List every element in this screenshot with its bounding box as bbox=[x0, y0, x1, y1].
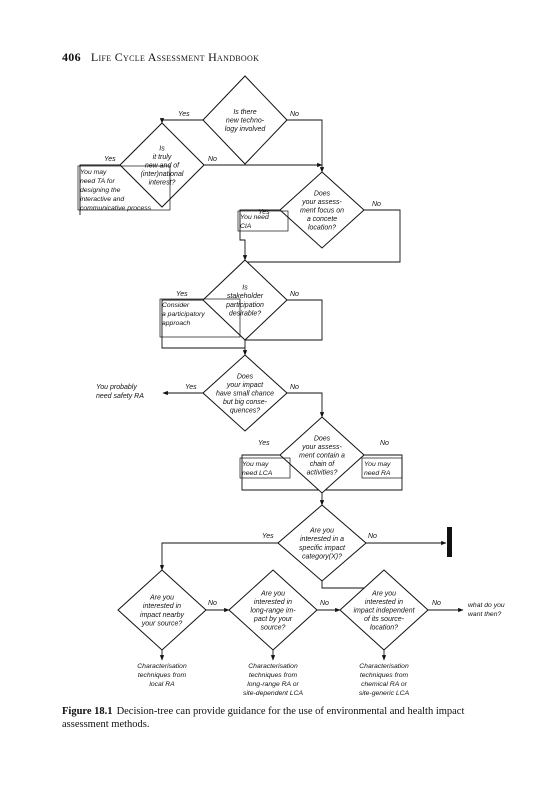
edge-d3-no bbox=[245, 209, 401, 263]
stop-bar bbox=[447, 527, 452, 557]
decision-d3-diamond bbox=[279, 171, 365, 249]
book-title: Life Cycle Assessment Handbook bbox=[90, 50, 260, 64]
figure-label: Figure 18.1 bbox=[62, 706, 113, 717]
label-d6-no: No bbox=[380, 440, 389, 447]
decision-d8-diamond bbox=[117, 569, 207, 651]
outcome-cia-box bbox=[237, 210, 289, 232]
label-d3-no: No bbox=[372, 201, 381, 208]
label-d6-yes: Yes bbox=[258, 440, 270, 447]
decision-d10-diamond bbox=[339, 569, 429, 651]
label-d3-yes: Yes bbox=[258, 209, 270, 216]
edge-d5-no bbox=[287, 392, 325, 418]
outcome-ta-box bbox=[77, 165, 171, 211]
figure-caption-text: Decision-tree can provide guidance for t… bbox=[62, 706, 465, 730]
outcome-participatory-box bbox=[159, 298, 241, 338]
label-d7-yes: Yes bbox=[262, 533, 274, 540]
edge-d4-yes bbox=[161, 299, 245, 349]
running-header: 406 Life Cycle Assessment Handbook bbox=[62, 50, 259, 65]
label-d2-yes: Yes bbox=[104, 156, 116, 163]
label-d7-no: No bbox=[368, 533, 377, 540]
edge-d7-yes bbox=[159, 542, 278, 571]
label-d1-no: No bbox=[290, 111, 299, 118]
label-d4-no: No bbox=[290, 291, 299, 298]
label-d10-no: No bbox=[432, 600, 441, 607]
edge-d4-no bbox=[245, 299, 323, 341]
label-d9-no: No bbox=[320, 600, 329, 607]
label-d1-yes: Yes bbox=[178, 111, 190, 118]
edge-d1-yes bbox=[159, 118, 203, 124]
label-d2-no: No bbox=[208, 156, 217, 163]
edge-d6-yes bbox=[241, 454, 322, 491]
decision-d6-diamond bbox=[279, 416, 365, 494]
edge-d3-yes bbox=[239, 209, 280, 261]
label-d4-yes: Yes bbox=[176, 291, 188, 298]
decision-d1-diamond bbox=[202, 75, 288, 165]
outcome-lca-box bbox=[239, 457, 291, 479]
label-d8-no: No bbox=[208, 600, 217, 607]
label-d5-no: No bbox=[290, 384, 299, 391]
decision-d7-diamond bbox=[277, 504, 367, 582]
page-number: 406 bbox=[62, 50, 81, 64]
edge-d2-yes bbox=[79, 164, 120, 215]
decision-d9-diamond bbox=[228, 569, 318, 651]
outcome-ra-box bbox=[361, 457, 403, 479]
label-d5-yes: Yes bbox=[185, 384, 197, 391]
decision-d5-diamond bbox=[202, 354, 288, 432]
edge-d1-no bbox=[287, 119, 325, 173]
decision-d2-diamond bbox=[119, 122, 205, 208]
decision-d4-diamond bbox=[202, 259, 288, 341]
